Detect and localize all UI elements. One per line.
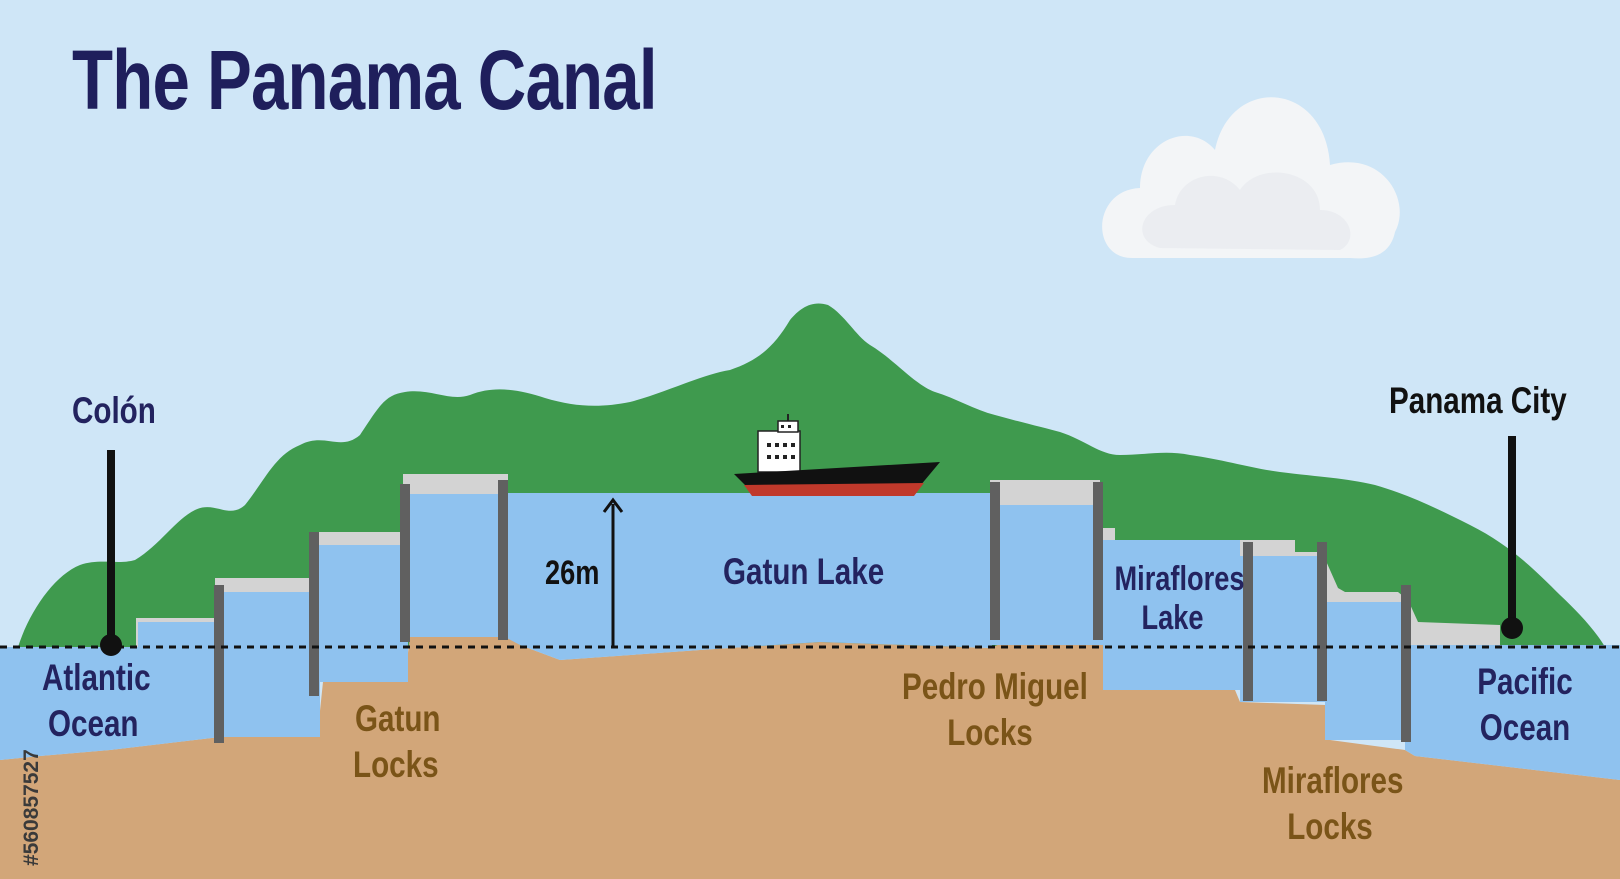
pedro-miguel-locks-label-line1: Pedro Miguel bbox=[902, 666, 1088, 707]
gate bbox=[214, 585, 224, 743]
gatun-lock-chamber-3 bbox=[405, 488, 508, 637]
ground bbox=[0, 635, 1620, 879]
stock-id-label: #560857527 bbox=[20, 749, 43, 866]
location-pin-icon bbox=[100, 450, 122, 656]
page-title: The Panama Canal bbox=[72, 33, 658, 127]
atlantic-ocean-water bbox=[0, 622, 220, 760]
ship-icon bbox=[734, 414, 940, 496]
gatun-locks-label-line2: Locks bbox=[353, 744, 439, 785]
colon-label: Colón bbox=[72, 390, 156, 431]
arrow-up-icon bbox=[602, 497, 624, 647]
height-label: 26m bbox=[545, 554, 600, 592]
gatun-locks-label-line1: Gatun bbox=[355, 698, 441, 739]
gate bbox=[400, 484, 410, 642]
pacific-ocean-label-line1: Pacific bbox=[1477, 661, 1573, 702]
cloud-icon bbox=[1102, 97, 1400, 259]
gate bbox=[498, 480, 508, 640]
miraflores-locks-label-line1: Miraflores bbox=[1262, 760, 1404, 801]
gate bbox=[309, 532, 319, 696]
miraflores-lake-water bbox=[1103, 540, 1240, 690]
atlantic-ocean-label-line2: Ocean bbox=[48, 703, 139, 744]
water bbox=[0, 488, 1620, 780]
gate bbox=[1243, 542, 1253, 701]
pacific-ocean-label-line2: Ocean bbox=[1479, 707, 1571, 748]
pedro-miguel-lock-chamber bbox=[990, 502, 1103, 645]
gate bbox=[1317, 542, 1327, 701]
miraflores-lock-chamber-1 bbox=[1240, 553, 1325, 702]
atlantic-ocean-label-line1: Atlantic bbox=[42, 657, 151, 698]
gate bbox=[1093, 482, 1103, 640]
pedro-miguel-locks-label-line2: Locks bbox=[947, 712, 1033, 753]
miraflores-lake-label-line2: Lake bbox=[1141, 599, 1204, 637]
lock-structures bbox=[136, 474, 1500, 647]
miraflores-lock-chamber-2 bbox=[1325, 598, 1408, 740]
lock-gates bbox=[214, 480, 1411, 743]
gatun-lock-chamber-1 bbox=[220, 590, 320, 737]
location-pin-icon bbox=[1501, 436, 1523, 639]
panama-city-label: Panama City bbox=[1389, 380, 1567, 421]
gate bbox=[990, 482, 1000, 640]
miraflores-locks-label-line2: Locks bbox=[1287, 806, 1373, 847]
gatun-lock-chamber-2 bbox=[318, 543, 408, 682]
pacific-ocean-water bbox=[1405, 645, 1620, 780]
gatun-lake-label: Gatun Lake bbox=[723, 551, 885, 592]
gatun-lake-water bbox=[505, 493, 992, 660]
miraflores-lake-label-line1: Miraflores bbox=[1114, 560, 1245, 598]
gate bbox=[1401, 585, 1411, 742]
